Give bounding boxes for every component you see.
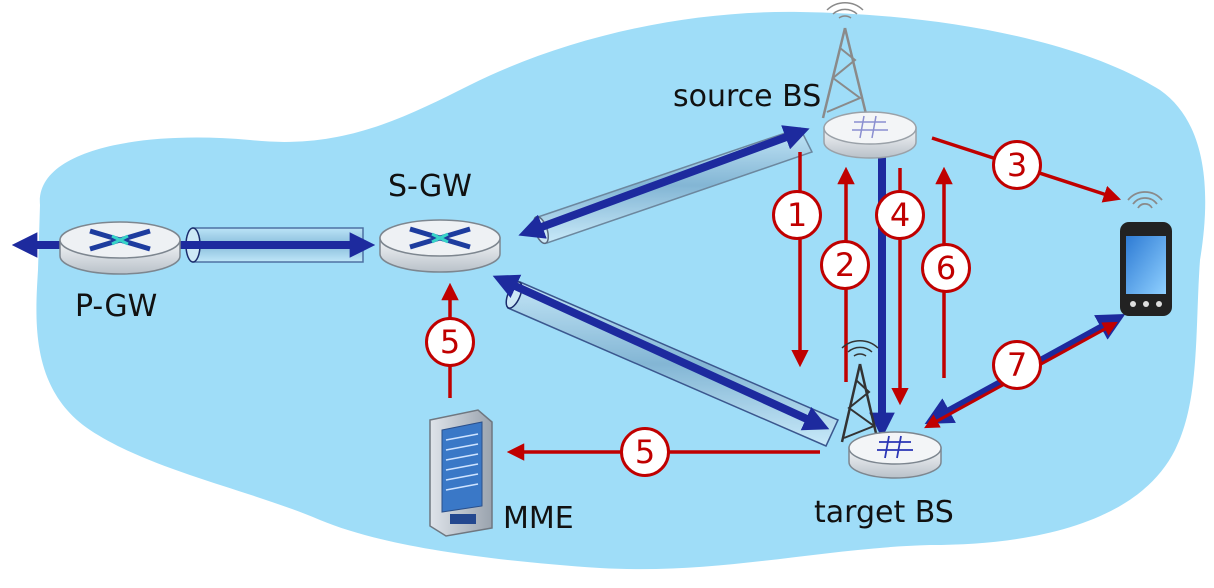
step-badge-7: 7 bbox=[992, 340, 1042, 390]
pgw-router-icon bbox=[59, 221, 181, 275]
target-bs-label: target BS bbox=[814, 495, 954, 530]
sgw-label: S-GW bbox=[388, 169, 472, 204]
source-tower-icon bbox=[821, 2, 869, 119]
pgw-label: P-GW bbox=[75, 289, 158, 324]
source-bs-icon bbox=[823, 111, 917, 159]
mme-label: MME bbox=[503, 501, 574, 536]
mobile-phone-icon bbox=[1120, 191, 1172, 316]
step-badge-6: 6 bbox=[921, 243, 971, 293]
mme-server-icon bbox=[429, 409, 493, 537]
network-cloud bbox=[36, 11, 1206, 570]
step-badge-1: 1 bbox=[772, 190, 822, 240]
sgw-router-icon bbox=[379, 219, 501, 273]
source-bs-label: source BS bbox=[673, 79, 822, 114]
step-badge-5-sgw: 5 bbox=[425, 317, 475, 367]
step-badge-5-mme: 5 bbox=[620, 427, 670, 477]
step-badge-4: 4 bbox=[875, 190, 925, 240]
target-bs-icon bbox=[848, 431, 942, 479]
target-tower-icon bbox=[840, 340, 880, 443]
step-badge-2: 2 bbox=[820, 240, 870, 290]
data-path-sgw-target bbox=[492, 274, 830, 431]
data-path-sgw-source bbox=[518, 125, 810, 239]
step-badge-3: 3 bbox=[992, 140, 1042, 190]
